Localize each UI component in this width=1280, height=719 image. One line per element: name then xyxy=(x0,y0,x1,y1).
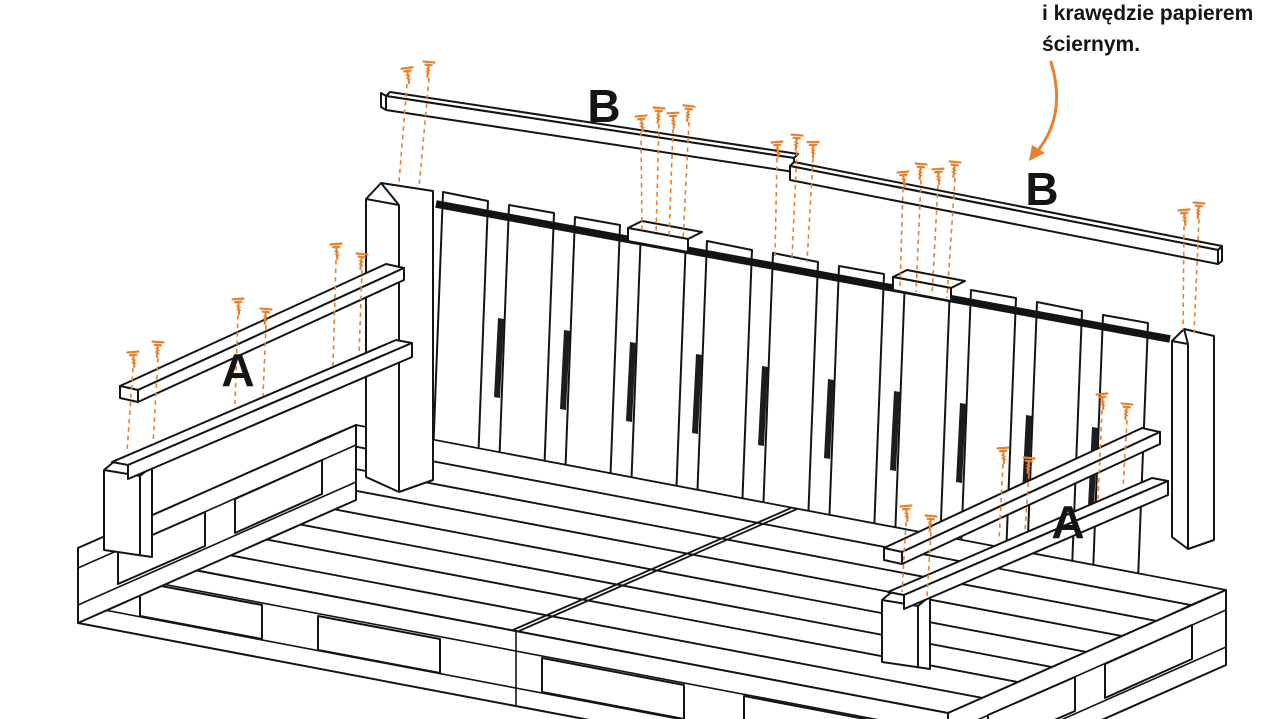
label-armrest-a-left: A xyxy=(221,344,254,396)
rail-b-right xyxy=(789,161,1223,265)
screw-icon xyxy=(400,66,416,85)
label-rail-b-right: B xyxy=(1025,163,1058,215)
backrest-slat xyxy=(432,191,489,466)
armrest-supports xyxy=(103,339,1169,670)
pallet-opening xyxy=(234,459,323,534)
pallet-left-face xyxy=(77,424,357,624)
pallet-seam xyxy=(512,507,792,631)
backrest-slat xyxy=(498,204,555,478)
pallet-opening xyxy=(139,581,263,640)
screw-icon xyxy=(1177,208,1192,227)
armrest-boards xyxy=(119,263,1161,565)
annotation: i krawędzie papierem ściernym. xyxy=(1029,2,1253,161)
screw-icon xyxy=(913,162,928,181)
label-rail-b-left: B xyxy=(587,80,620,132)
screw-icon xyxy=(680,104,696,123)
pallet-right-face xyxy=(947,589,1227,719)
screw-icon xyxy=(651,106,666,125)
backrest-slat xyxy=(564,216,621,489)
pallet-seam xyxy=(518,508,798,632)
backrest-top-rail xyxy=(435,200,1171,343)
screw-icon xyxy=(931,167,946,186)
armrest-board-left xyxy=(119,263,405,403)
annotation-arrow xyxy=(1032,60,1059,157)
armrest-support-left xyxy=(103,339,413,558)
screw-icon xyxy=(329,242,344,261)
annotation-text-line2: ściernym. xyxy=(1042,33,1140,56)
assembly-dashed-lines xyxy=(126,77,1200,597)
pallet-opening xyxy=(117,511,206,585)
backrest-slat xyxy=(762,252,819,524)
pallet-base xyxy=(77,424,1227,719)
screw-icon xyxy=(666,111,681,130)
corner-posts xyxy=(365,182,1215,550)
screw-icon xyxy=(806,140,820,159)
backrest-slat xyxy=(828,265,885,535)
backrest-slat xyxy=(696,240,753,512)
backrest-gap-shadows xyxy=(494,318,1098,507)
pallet-opening xyxy=(1104,624,1193,699)
screw-icon xyxy=(231,297,246,316)
screw-icon xyxy=(150,340,165,359)
corner-post-left xyxy=(365,182,434,493)
screw-icon xyxy=(1191,201,1206,220)
screw-icon xyxy=(789,133,804,152)
corner-post-right xyxy=(1171,328,1215,550)
armrest-board-right xyxy=(883,427,1161,565)
backrest-slat xyxy=(630,228,687,501)
screw-icon xyxy=(420,60,436,79)
pallet-opening xyxy=(317,615,441,674)
back-rails xyxy=(380,91,1223,265)
pallet-opening xyxy=(987,676,1076,719)
armrest-support-right xyxy=(881,477,1169,670)
label-armrest-a-right: A xyxy=(1051,496,1084,548)
annotation-text-line1: i krawędzie papierem xyxy=(1042,2,1253,25)
pallet-opening xyxy=(541,657,685,719)
screw-icon xyxy=(126,350,141,369)
annotation-arrowhead xyxy=(1029,145,1045,161)
screw-icon xyxy=(946,160,962,179)
